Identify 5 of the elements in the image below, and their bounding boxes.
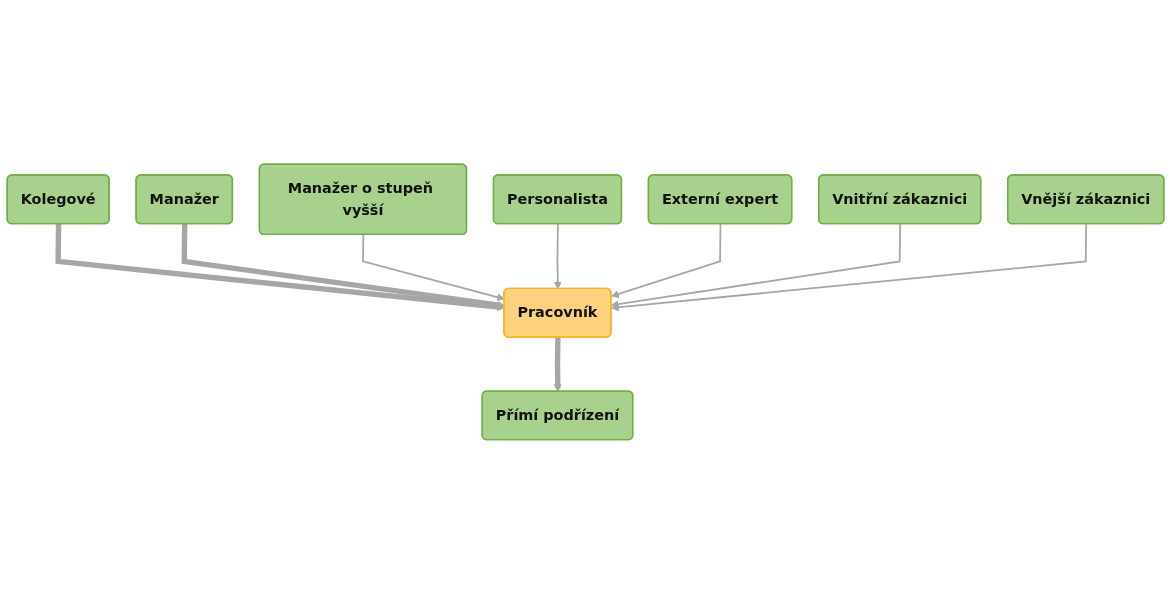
- arrow: [611, 223, 1088, 312]
- arrow: [611, 223, 902, 309]
- arrow: [553, 337, 562, 392]
- arrow: [553, 223, 562, 290]
- arrow: [611, 223, 722, 298]
